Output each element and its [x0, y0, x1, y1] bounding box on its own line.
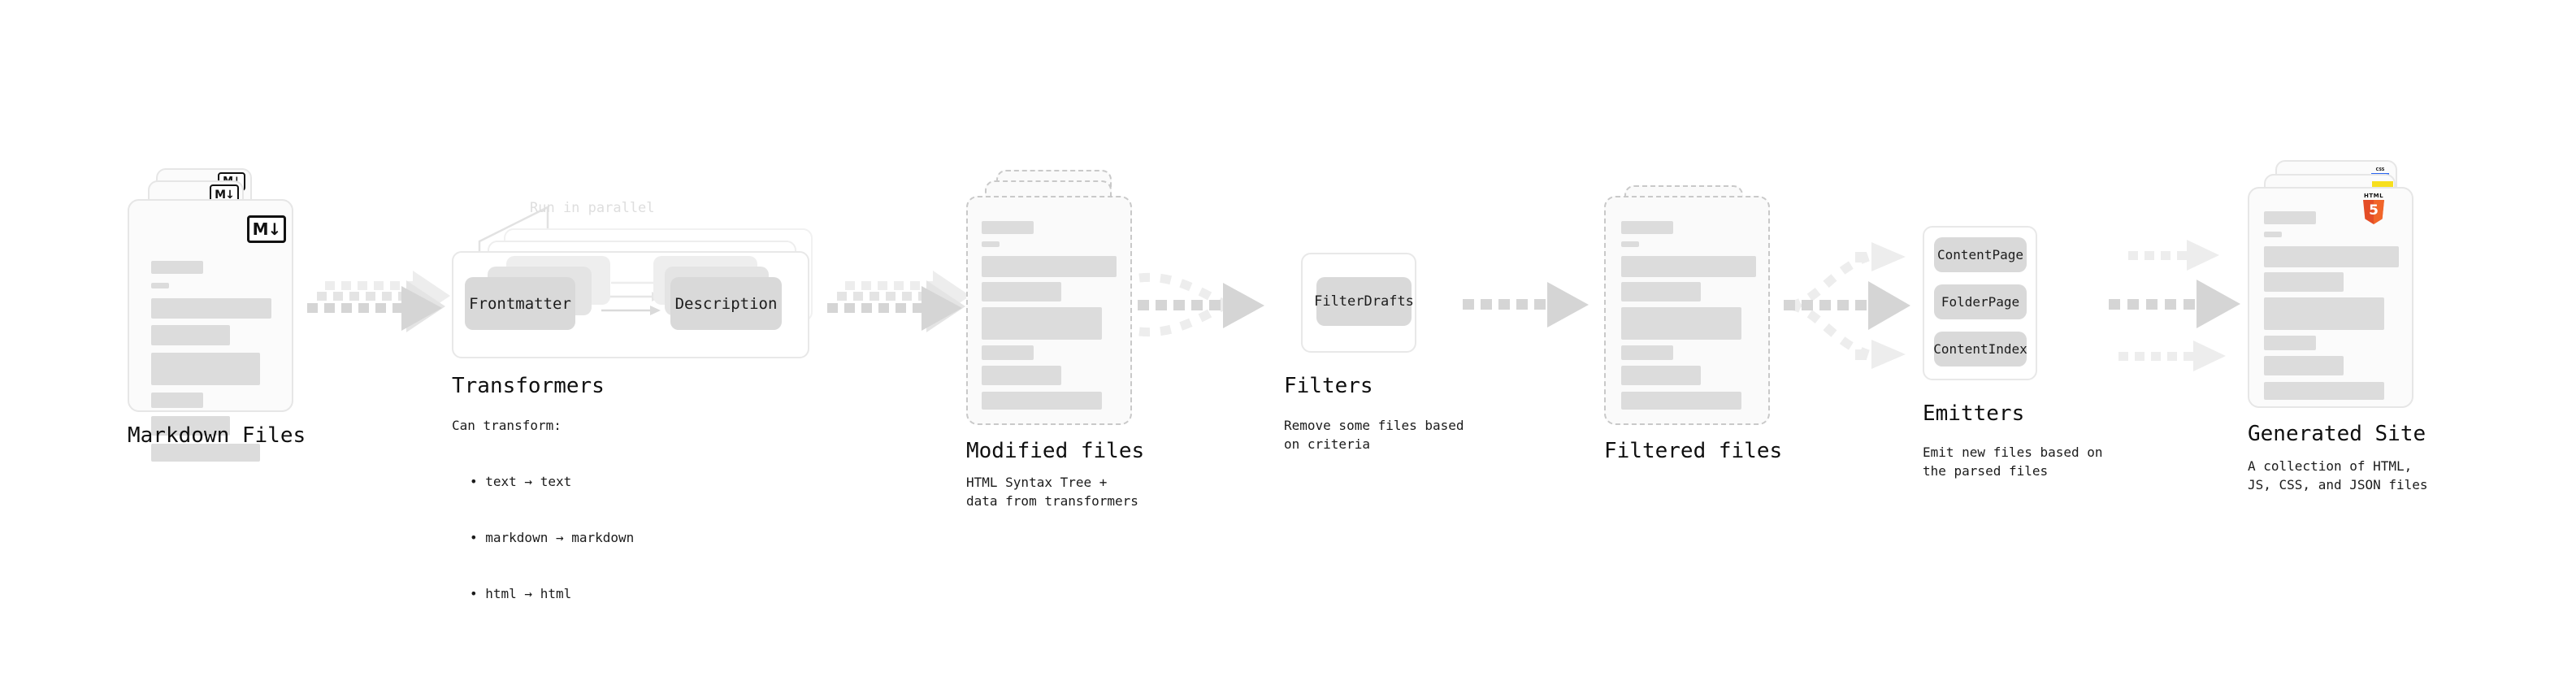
- skeleton-line: [1621, 392, 1741, 410]
- skeleton-line: [151, 353, 260, 385]
- html5-shield-icon: 5: [2363, 200, 2384, 224]
- skeleton-line: [1621, 221, 1673, 234]
- transformers-bullet-item: • markdown → markdown: [470, 530, 635, 545]
- stage-title-filters: Filters: [1284, 374, 1373, 398]
- skeleton-line: [2264, 232, 2282, 237]
- skeleton-line: [2264, 246, 2399, 267]
- filter-chip-filterdrafts[interactable]: FilterDrafts: [1314, 277, 1414, 326]
- skeleton-line: [982, 282, 1061, 301]
- stage-title-transformers: Transformers: [452, 374, 605, 398]
- stage-subtitle-filters: Remove some files based on criteria: [1284, 418, 1464, 452]
- skeleton-line: [1621, 282, 1701, 301]
- skeleton-line: [2264, 211, 2316, 224]
- arrow-transformers-to-modified-files: [827, 271, 970, 332]
- emitter-chip-contentpage[interactable]: ContentPage: [1934, 237, 2027, 272]
- run-in-parallel-label: Run in parallel: [530, 200, 655, 216]
- skeleton-line: [1621, 241, 1639, 247]
- html5-badge: HTML 5: [2363, 193, 2384, 224]
- skeleton-line: [2264, 356, 2344, 375]
- arrow-markdown-to-transformers: [307, 271, 450, 332]
- stage-subtitle-transformers: Can transform:: [452, 418, 562, 433]
- transformers-bullet-item: • text → text: [470, 474, 572, 489]
- stage-title-filtered-files: Filtered files: [1604, 439, 1783, 463]
- skeleton-line: [982, 345, 1034, 360]
- transformer-chip-description[interactable]: Description: [670, 277, 782, 330]
- skeleton-line: [151, 393, 203, 408]
- skeleton-line: [982, 241, 1000, 247]
- arrow-modified-files-to-filters: [1138, 272, 1264, 337]
- skeleton-line: [982, 256, 1117, 277]
- html5-badge-label: HTML: [2363, 193, 2384, 199]
- skeleton-line: [151, 444, 260, 462]
- skeleton-line: [2264, 272, 2344, 292]
- emitter-chip-folderpage[interactable]: FolderPage: [1934, 284, 2027, 319]
- stage-subtitle-generated-site: A collection of HTML, JS, CSS, and JSON …: [2248, 458, 2428, 492]
- arrow-filtered-files-to-emitters: [1784, 242, 1910, 369]
- skeleton-line: [151, 298, 271, 319]
- stage-title-markdown-files: Markdown Files: [128, 423, 306, 448]
- stage-subtitle-modified-files: HTML Syntax Tree + data from transformer…: [966, 475, 1138, 509]
- skeleton-line: [151, 283, 169, 288]
- skeleton-line: [151, 416, 230, 436]
- transformers-bullet-list: • text → text • markdown → markdown • ht…: [458, 435, 634, 640]
- stage-title-generated-site: Generated Site: [2248, 422, 2426, 446]
- skeleton-line: [2264, 297, 2384, 330]
- emitter-chip-contentindex[interactable]: ContentIndex: [1933, 332, 2027, 367]
- skeleton-line: [982, 307, 1102, 340]
- skeleton-line: [982, 392, 1102, 410]
- arrow-emitters-to-generated-site: [2109, 240, 2240, 371]
- skeleton-line: [1621, 256, 1756, 277]
- skeleton-line: [151, 261, 203, 274]
- html5-badge-digit: 5: [2369, 202, 2379, 219]
- markdown-badge: M↓: [247, 215, 286, 243]
- skeleton-line: [151, 325, 230, 345]
- transformer-chip-frontmatter[interactable]: Frontmatter: [465, 277, 575, 330]
- skeleton-line: [982, 221, 1034, 234]
- transformers-bullet-item: • html → html: [470, 586, 572, 601]
- skeleton-line: [1621, 307, 1741, 340]
- css3-badge-label: CSS: [2375, 167, 2385, 172]
- arrow-filters-to-filtered-files: [1463, 282, 1589, 327]
- stage-title-modified-files: Modified files: [966, 439, 1145, 463]
- skeleton-line: [1621, 366, 1701, 385]
- skeleton-line: [1621, 345, 1673, 360]
- stage-subtitle-emitters: Emit new files based on the parsed files: [1923, 445, 2103, 479]
- skeleton-line: [982, 366, 1061, 385]
- skeleton-line: [2264, 336, 2316, 350]
- skeleton-line: [2264, 382, 2384, 400]
- stage-title-emitters: Emitters: [1923, 401, 2025, 426]
